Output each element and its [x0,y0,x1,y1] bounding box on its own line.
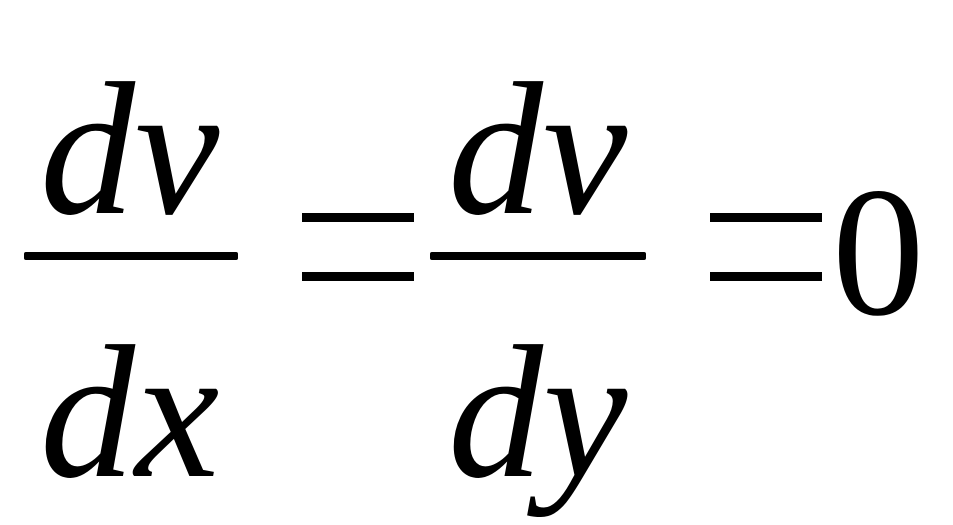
fraction-1-line [24,252,238,260]
fraction-1-numerator: dv [40,45,220,255]
equals-sign-2: = [710,213,822,283]
fraction-1-denominator: dx [40,308,220,518]
fraction-2-line [430,252,646,260]
result-value: 0 [832,150,925,355]
fraction-2-denominator: dy [448,308,628,518]
fraction-2-numerator: dv [448,45,628,255]
equals-sign-1: = [302,213,414,283]
